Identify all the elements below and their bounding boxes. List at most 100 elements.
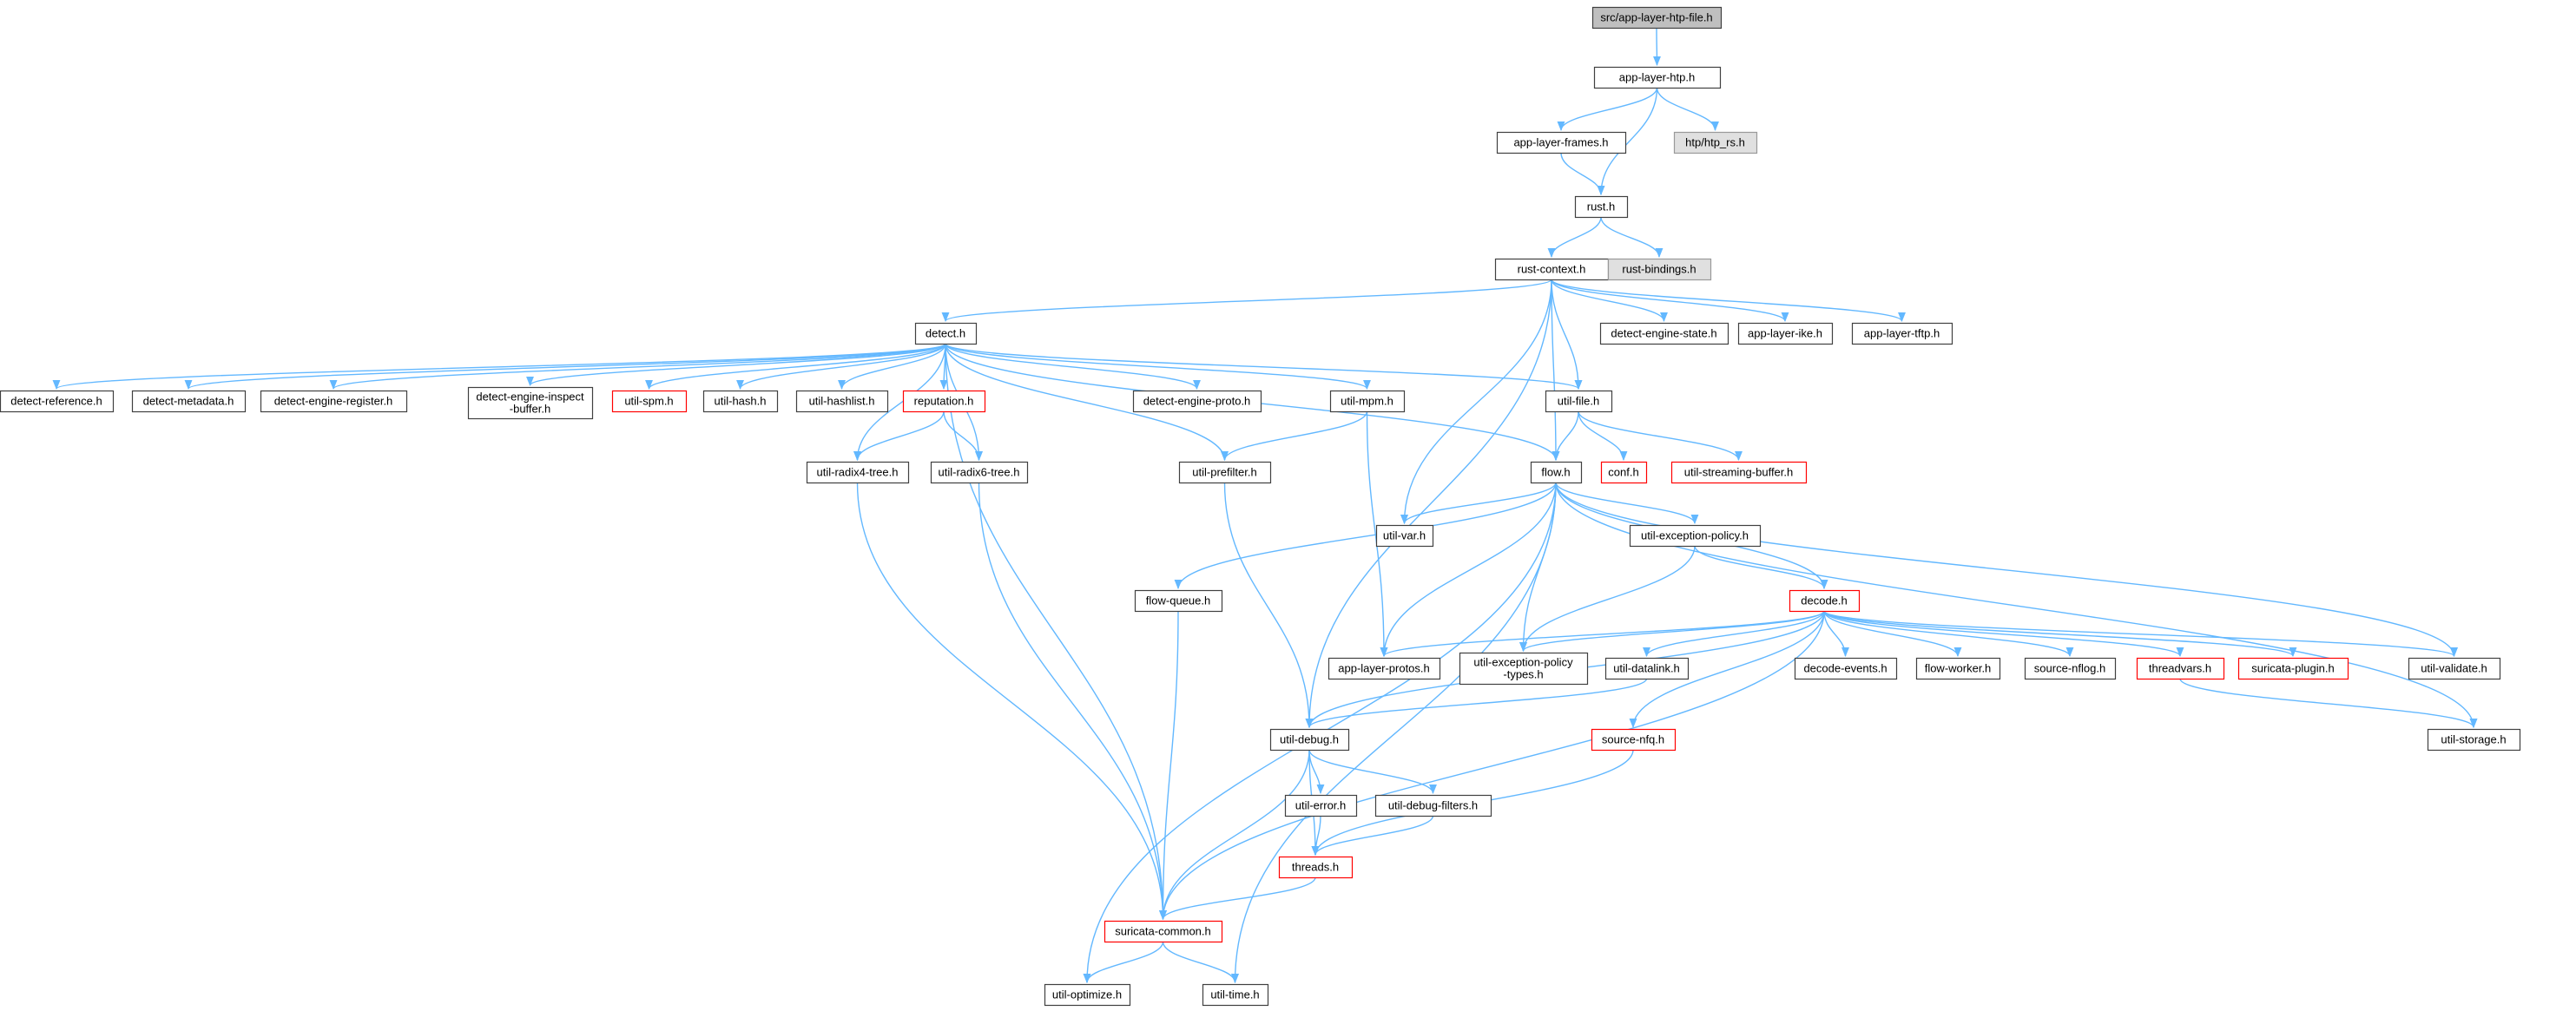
node-tvars[interactable]: threadvars.h xyxy=(2136,657,2225,680)
node-label: util-optimize.h xyxy=(1052,988,1122,1001)
node-flowq[interactable]: flow-queue.h xyxy=(1134,589,1223,613)
node-label: rust.h xyxy=(1587,200,1616,213)
node-root[interactable]: src/app-layer-htp-file.h xyxy=(1591,6,1723,30)
node-uvar[interactable]: util-var.h xyxy=(1375,524,1434,548)
edge-common-to-uopt xyxy=(1083,941,1164,984)
node-conf[interactable]: conf.h xyxy=(1600,461,1648,484)
edge-decode-to-plugin xyxy=(1823,610,2297,658)
node-ustorage[interactable]: util-storage.h xyxy=(2427,728,2521,752)
node-box xyxy=(1915,657,2001,680)
edge-flow-to-uvalid xyxy=(1555,482,2458,658)
edge-decode-to-datalink xyxy=(1643,610,1825,658)
node-mpm[interactable]: util-mpm.h xyxy=(1329,390,1406,413)
edge-detect-to-dereg xyxy=(329,343,946,391)
node-ike[interactable]: app-layer-ike.h xyxy=(1737,322,1834,345)
node-label: util-hashlist.h xyxy=(809,395,875,408)
node-frames[interactable]: app-layer-frames.h xyxy=(1496,131,1627,154)
node-box xyxy=(2024,657,2117,680)
node-common[interactable]: suricata-common.h xyxy=(1104,920,1223,943)
node-label: app-layer-htp.h xyxy=(1619,71,1695,84)
node-box xyxy=(1851,322,1953,345)
node-alprotos[interactable]: app-layer-protos.h xyxy=(1328,657,1441,680)
node-label: util-mpm.h xyxy=(1341,395,1393,408)
node-box xyxy=(1134,589,1223,613)
node-dref[interactable]: detect-reference.h xyxy=(0,390,115,413)
node-excpol[interactable]: util-exception-policy.h xyxy=(1629,524,1762,548)
edge-rust-to-rustctx xyxy=(1547,216,1602,259)
node-threads[interactable]: threads.h xyxy=(1278,856,1354,879)
node-decode[interactable]: decode.h xyxy=(1789,589,1861,613)
node-exptypes[interactable]: util-exception-policy-types.h xyxy=(1459,652,1589,686)
node-flow[interactable]: flow.h xyxy=(1530,461,1583,484)
node-uvalid[interactable]: util-validate.h xyxy=(2408,657,2501,680)
node-rad6[interactable]: util-radix6-tree.h xyxy=(930,461,1029,484)
node-box xyxy=(260,390,408,413)
edge-detect-to-uhashlist xyxy=(838,343,946,391)
node-label: source-nfq.h xyxy=(1602,733,1664,746)
node-udbgf[interactable]: util-debug-filters.h xyxy=(1374,794,1492,817)
node-reput[interactable]: reputation.h xyxy=(902,390,986,413)
node-dmeta[interactable]: detect-metadata.h xyxy=(131,390,247,413)
node-deib[interactable]: detect-engine-inspect-buffer.h xyxy=(467,386,594,420)
node-box xyxy=(467,386,594,420)
node-box xyxy=(1574,195,1629,219)
node-uhash[interactable]: util-hash.h xyxy=(702,390,779,413)
node-htprs[interactable]: htp/htp_rs.h xyxy=(1673,131,1758,154)
node-uerror[interactable]: util-error.h xyxy=(1284,794,1358,817)
edge-flow-to-excpol xyxy=(1555,482,1699,525)
node-rustbind[interactable]: rust-bindings.h xyxy=(1607,258,1712,281)
node-spm[interactable]: util-spm.h xyxy=(611,390,688,413)
node-label: util-streaming-buffer.h xyxy=(1684,466,1794,479)
edge-excpol-to-exptypes xyxy=(1519,545,1696,653)
node-fworker[interactable]: flow-worker.h xyxy=(1915,657,2001,680)
edge-htp-to-rust xyxy=(1597,87,1658,196)
edge-rustctx-to-detect xyxy=(941,279,1552,323)
edge-rustctx-to-tftp xyxy=(1551,279,1906,323)
node-label: threads.h xyxy=(1292,861,1339,874)
edge-decode-to-alprotos xyxy=(1380,610,1825,658)
node-uopt[interactable]: util-optimize.h xyxy=(1044,983,1131,1007)
node-box xyxy=(930,461,1029,484)
edge-rustctx-to-flow xyxy=(1551,279,1560,462)
node-devents[interactable]: decode-events.h xyxy=(1794,657,1898,680)
node-deproto[interactable]: detect-engine-proto.h xyxy=(1132,390,1262,413)
edge-layer xyxy=(52,27,2478,984)
node-plugin[interactable]: suricata-plugin.h xyxy=(2237,657,2349,680)
node-label: util-radix6-tree.h xyxy=(939,466,1020,479)
node-layer: src/app-layer-htp-file.h app-layer-htp.h a… xyxy=(0,6,2521,1007)
node-datalink[interactable]: util-datalink.h xyxy=(1604,657,1690,680)
node-box xyxy=(1202,983,1269,1007)
node-ufile[interactable]: util-file.h xyxy=(1545,390,1613,413)
node-dereg[interactable]: detect-engine-register.h xyxy=(260,390,408,413)
node-udebug[interactable]: util-debug.h xyxy=(1269,728,1350,752)
node-uhashlist[interactable]: util-hashlist.h xyxy=(795,390,889,413)
node-box xyxy=(1329,390,1406,413)
node-label: htp/htp_rs.h xyxy=(1685,136,1745,149)
node-prefilter[interactable]: util-prefilter.h xyxy=(1178,461,1272,484)
node-htp[interactable]: app-layer-htp.h xyxy=(1593,66,1722,89)
node-box xyxy=(1789,589,1861,613)
node-label: suricata-plugin.h xyxy=(2251,662,2334,675)
edge-rad4-to-common xyxy=(856,482,1167,921)
node-detect[interactable]: detect.h xyxy=(914,322,978,345)
edge-detect-to-dref xyxy=(52,343,946,391)
node-nfq[interactable]: source-nfq.h xyxy=(1591,728,1677,752)
node-label: flow-worker.h xyxy=(1925,662,1992,675)
node-nflog[interactable]: source-nflog.h xyxy=(2024,657,2117,680)
node-tftp[interactable]: app-layer-tftp.h xyxy=(1851,322,1953,345)
node-stream[interactable]: util-streaming-buffer.h xyxy=(1670,461,1808,484)
node-box xyxy=(1374,794,1492,817)
node-label: detect-engine-state.h xyxy=(1611,327,1716,340)
node-rustctx[interactable]: rust-context.h xyxy=(1494,258,1610,281)
node-label: util-exception-policy xyxy=(1473,656,1573,669)
node-rust[interactable]: rust.h xyxy=(1574,195,1629,219)
node-destate[interactable]: detect-engine-state.h xyxy=(1599,322,1729,345)
node-box xyxy=(1673,131,1758,154)
node-utime[interactable]: util-time.h xyxy=(1202,983,1269,1007)
node-box xyxy=(1269,728,1350,752)
node-label: app-layer-protos.h xyxy=(1338,662,1430,675)
edge-decode-to-nfq xyxy=(1629,610,1825,729)
node-rad4[interactable]: util-radix4-tree.h xyxy=(806,461,910,484)
node-label: detect.h xyxy=(926,327,965,340)
